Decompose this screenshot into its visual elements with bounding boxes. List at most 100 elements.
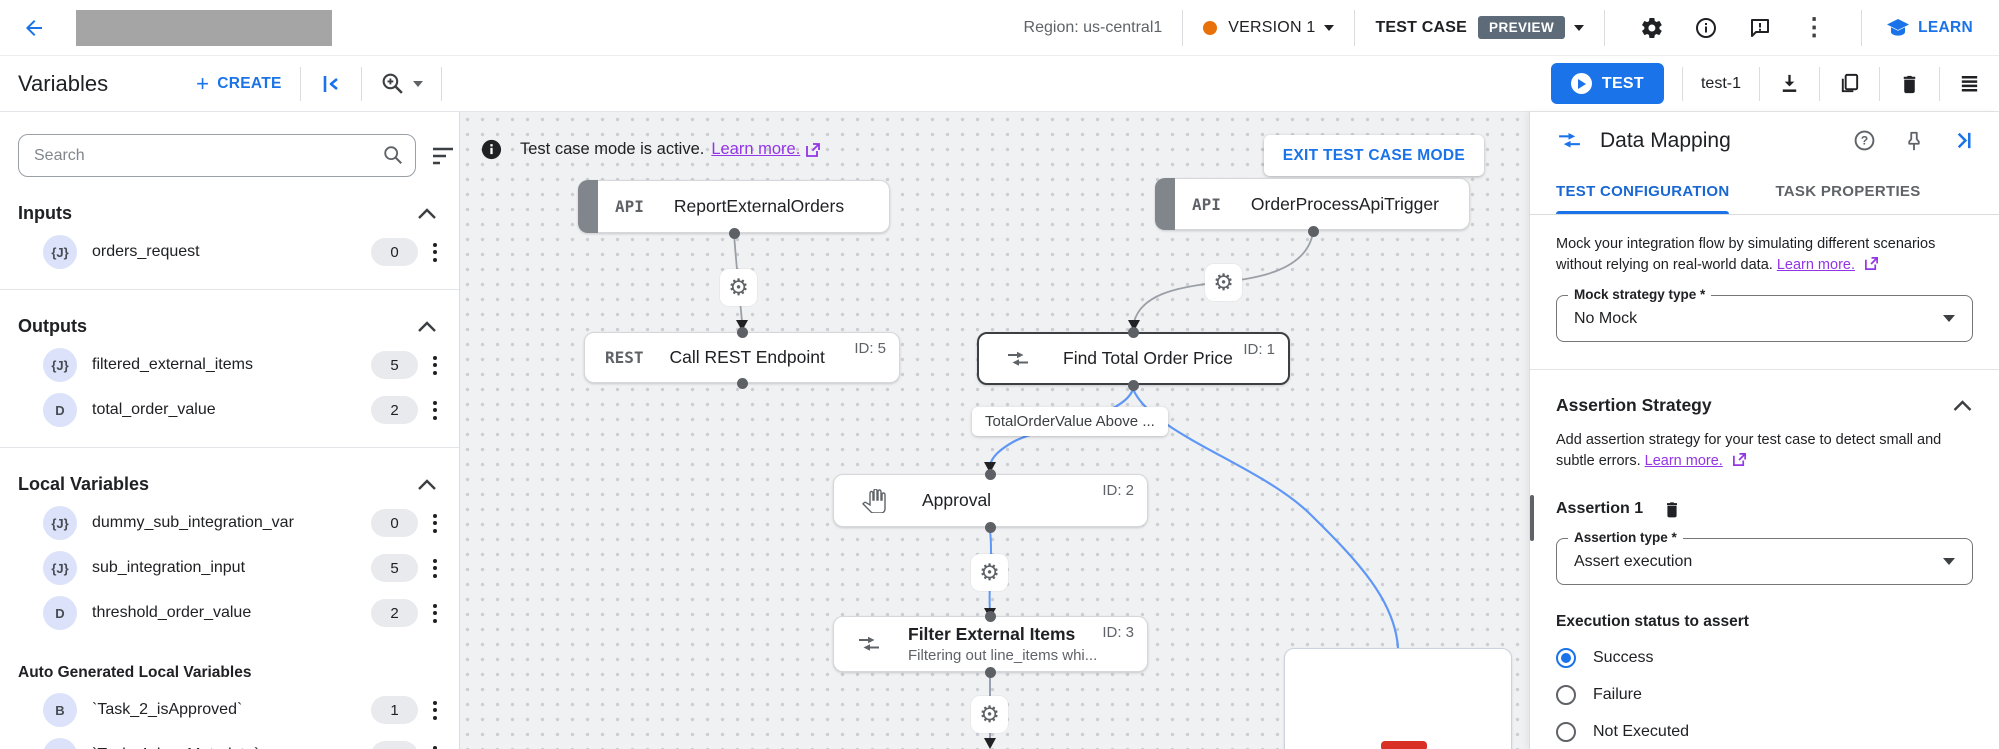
connection-dot[interactable] xyxy=(737,327,748,338)
node-filter-external-items[interactable]: Filter External Items Filtering out line… xyxy=(833,616,1148,672)
node-approval[interactable]: Approval ID: 2 xyxy=(833,474,1148,527)
search-input[interactable] xyxy=(18,134,416,177)
variable-row[interactable]: {J} `Task_4_loopMetadata` 1 xyxy=(43,738,441,749)
json-type-icon: {J} xyxy=(43,235,77,269)
test-button[interactable]: TEST xyxy=(1550,63,1664,104)
section-title: Inputs xyxy=(18,203,72,223)
data-mapping-icon xyxy=(1005,347,1031,371)
settings-gear-icon[interactable] xyxy=(1640,16,1664,40)
connection-dot[interactable] xyxy=(985,611,996,622)
connection-dot[interactable] xyxy=(985,522,996,533)
connection-dot[interactable] xyxy=(1128,327,1139,338)
external-link-icon xyxy=(1732,452,1747,467)
variable-row[interactable]: B `Task_2_isApproved` 1 xyxy=(43,693,441,727)
assertion-type-select[interactable]: Assertion type * Assert execution xyxy=(1556,530,1973,585)
node-order-process-api-trigger[interactable]: API OrderProcessApiTrigger xyxy=(1155,178,1470,230)
variable-row[interactable]: {J} orders_request 0 xyxy=(43,235,441,269)
chevron-down-icon xyxy=(412,80,423,87)
variable-row[interactable]: {J} dummy_sub_integration_var 0 xyxy=(43,506,441,540)
delete-assertion-icon[interactable] xyxy=(1662,499,1682,519)
more-options-icon[interactable]: ⋮ xyxy=(1802,13,1827,41)
variable-row[interactable]: D total_order_value 2 xyxy=(43,393,441,427)
row-menu-icon[interactable] xyxy=(429,555,441,582)
delete-icon[interactable] xyxy=(1898,72,1921,95)
row-menu-icon[interactable] xyxy=(429,600,441,627)
variable-row[interactable]: {J} filtered_external_items 5 xyxy=(43,348,441,382)
node-id-label: ID: 3 xyxy=(1102,624,1134,641)
assertion-strategy-header[interactable]: Assertion Strategy xyxy=(1556,395,1973,416)
rest-task-icon: REST xyxy=(605,348,644,367)
edge-gear-icon[interactable]: ⚙ xyxy=(971,554,1008,591)
connection-dot[interactable] xyxy=(737,378,748,389)
test-case-selector[interactable]: TEST CASE PREVIEW xyxy=(1375,16,1585,39)
help-icon[interactable]: ? xyxy=(1853,129,1876,152)
feedback-icon[interactable] xyxy=(1748,16,1772,40)
exit-test-case-mode-button[interactable]: EXIT TEST CASE MODE xyxy=(1263,135,1484,176)
connection-dot[interactable] xyxy=(985,667,996,678)
close-panel-icon[interactable] xyxy=(1952,129,1975,152)
learn-more-link[interactable]: Learn more. xyxy=(711,140,801,158)
edge-condition-label[interactable]: TotalOrderValue Above ... xyxy=(972,407,1168,436)
create-variable-button[interactable]: + CREATE xyxy=(196,72,282,95)
divider xyxy=(1530,369,1999,370)
variable-row[interactable]: D threshold_order_value 2 xyxy=(43,596,441,630)
version-selector[interactable]: VERSION 1 xyxy=(1203,19,1335,37)
data-mapping-icon xyxy=(1556,128,1583,153)
row-menu-icon[interactable] xyxy=(429,397,441,424)
connection-dot[interactable] xyxy=(1128,380,1139,391)
connection-dot[interactable] xyxy=(729,228,740,239)
node-report-external-orders[interactable]: API ReportExternalOrders xyxy=(578,180,890,233)
info-icon[interactable] xyxy=(1694,16,1718,40)
edge-gear-icon[interactable]: ⚙ xyxy=(971,696,1008,733)
scrollbar-thumb[interactable] xyxy=(1530,495,1534,541)
row-menu-icon[interactable] xyxy=(429,239,441,266)
connection-dot[interactable] xyxy=(985,469,996,480)
row-menu-icon[interactable] xyxy=(429,510,441,537)
info-filled-icon xyxy=(480,138,503,161)
test-mode-banner: Test case mode is active. Learn more. xyxy=(480,138,821,161)
boolean-type-icon: B xyxy=(43,693,77,727)
zoom-control[interactable] xyxy=(380,71,423,96)
download-icon[interactable] xyxy=(1778,72,1801,95)
variable-name: orders_request xyxy=(92,243,200,260)
log-list-icon[interactable] xyxy=(1958,72,1981,95)
field-value: Assert execution xyxy=(1574,552,1693,570)
copy-icon[interactable] xyxy=(1838,72,1861,95)
edge-gear-icon[interactable]: ⚙ xyxy=(1205,264,1242,301)
row-menu-icon[interactable] xyxy=(429,352,441,379)
variable-row[interactable]: {J} sub_integration_input 5 xyxy=(43,551,441,585)
integration-canvas[interactable]: Test case mode is active. Learn more. EX… xyxy=(460,112,1529,749)
radio-option-success[interactable]: Success xyxy=(1556,648,1973,668)
learn-more-link[interactable]: Learn more. xyxy=(1644,453,1723,469)
collapse-panel-icon[interactable] xyxy=(319,72,343,96)
edge-gear-icon[interactable]: ⚙ xyxy=(720,269,757,306)
node-find-total-order-price[interactable]: Find Total Order Price ID: 1 xyxy=(977,332,1290,385)
sort-icon[interactable] xyxy=(431,145,455,167)
field-value: No Mock xyxy=(1574,309,1638,327)
row-menu-icon[interactable] xyxy=(429,742,441,749)
graduation-cap-icon xyxy=(1887,18,1910,36)
editor-toolbar: Variables + CREATE TEST test-1 xyxy=(0,56,1999,112)
radio-option-failure[interactable]: Failure xyxy=(1556,685,1973,705)
node-call-rest-endpoint[interactable]: REST Call REST Endpoint ID: 5 xyxy=(584,332,900,383)
back-arrow-icon[interactable] xyxy=(22,16,46,40)
section-header-local-variables[interactable]: Local Variables xyxy=(18,474,437,495)
chevron-up-icon xyxy=(417,207,437,220)
mock-strategy-select[interactable]: Mock strategy type * No Mock xyxy=(1556,287,1973,342)
test-case-name[interactable]: test-1 xyxy=(1700,74,1741,92)
tab-test-configuration[interactable]: TEST CONFIGURATION xyxy=(1556,169,1730,214)
learn-button[interactable]: LEARN xyxy=(1886,18,1973,38)
section-header-outputs[interactable]: Outputs xyxy=(18,316,437,337)
double-type-icon: D xyxy=(43,393,77,427)
section-header-inputs[interactable]: Inputs xyxy=(18,203,437,224)
connection-dot[interactable] xyxy=(1308,226,1319,237)
pin-icon[interactable] xyxy=(1903,130,1925,152)
node-title: Approval xyxy=(922,490,992,510)
node-partial[interactable] xyxy=(1284,648,1512,749)
tab-task-properties[interactable]: TASK PROPERTIES xyxy=(1775,183,1921,200)
row-menu-icon[interactable] xyxy=(429,697,441,724)
field-label: Assertion type * xyxy=(1568,530,1683,545)
radio-option-not-executed[interactable]: Not Executed xyxy=(1556,722,1973,742)
learn-more-link[interactable]: Learn more. xyxy=(1776,257,1855,273)
field-label: Mock strategy type * xyxy=(1568,287,1712,302)
